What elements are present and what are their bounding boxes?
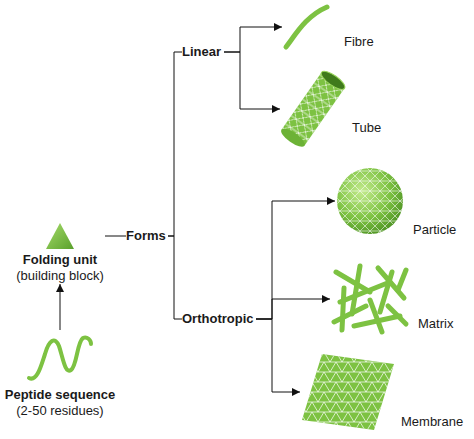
caption-group: Tube (352, 120, 381, 136)
node-sublabel: (building block) (15, 268, 105, 284)
node-sublabel: (2-50 residues) (5, 403, 116, 419)
particle-node: Particle (335, 166, 405, 236)
membrane-illustration (300, 352, 395, 432)
fibre-node: Fibre (282, 4, 330, 50)
node-label: Fibre (344, 34, 374, 50)
tube-illustration (280, 62, 346, 156)
node-label: Peptide sequence (5, 387, 116, 403)
caption-group: Membrane (401, 414, 463, 430)
matrix-illustration (330, 262, 410, 336)
connector (256, 319, 300, 392)
orthotropic-node: Orthotropic (182, 311, 256, 327)
connector (60, 284, 61, 330)
connector (224, 27, 282, 52)
peptide-chain (25, 330, 95, 385)
linear-node: Linear (182, 44, 224, 60)
caption-group: Fibre (344, 34, 374, 50)
node-label: Membrane (401, 414, 463, 430)
caption-group: Particle (413, 222, 456, 238)
connector (105, 236, 126, 237)
membrane-node: Membrane (300, 352, 395, 432)
particle-illustration (335, 166, 405, 236)
connector (168, 52, 182, 236)
folding-node: Folding unit(building block) (15, 222, 105, 284)
node-label: Particle (413, 222, 456, 238)
node-label: Folding unit (15, 252, 105, 268)
connector (256, 299, 330, 319)
caption-group: Matrix (418, 316, 453, 332)
node-label: Matrix (418, 316, 453, 332)
caption-group: Peptide sequence(2-50 residues) (5, 387, 116, 419)
connector (224, 52, 280, 109)
peptide-node: Peptide sequence(2-50 residues) (25, 330, 95, 385)
node-label: Forms (126, 228, 168, 244)
node-label: Linear (182, 44, 224, 60)
node-label: Orthotropic (182, 311, 256, 327)
tube-node: Tube (280, 62, 346, 156)
node-label: Tube (352, 120, 381, 136)
matrix-node: Matrix (330, 262, 410, 336)
fibre-illustration (282, 4, 330, 50)
folding-triangle (45, 222, 75, 250)
connector (256, 201, 335, 319)
forms-node: Forms (126, 228, 168, 244)
connector (168, 236, 182, 319)
